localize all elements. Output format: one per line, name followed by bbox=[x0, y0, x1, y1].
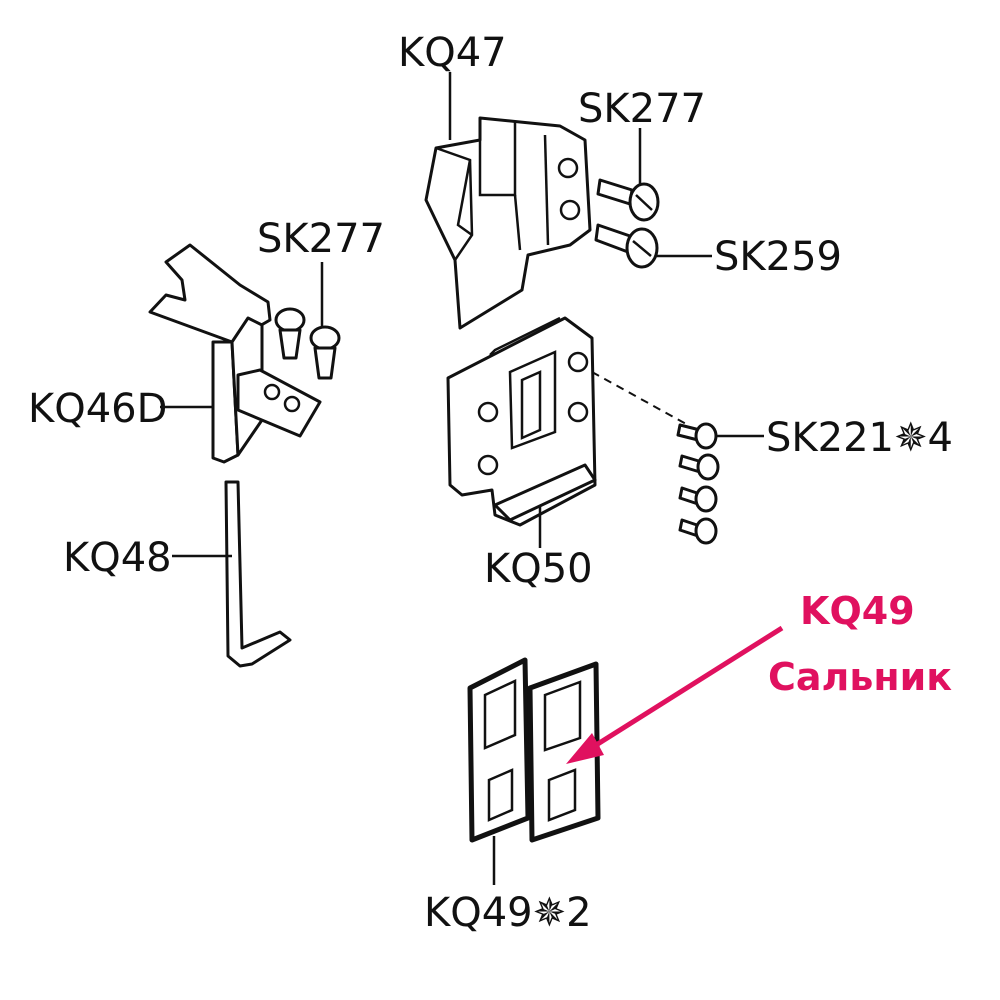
kq47-part bbox=[424, 116, 592, 330]
sk277-screw-top bbox=[596, 178, 660, 222]
sk277-screw-left-b bbox=[309, 325, 341, 380]
kq49-seal-right bbox=[527, 661, 601, 843]
callout-arrow-line bbox=[583, 625, 784, 755]
label-sk259: SK259 bbox=[714, 234, 842, 280]
sk221-dashed-guide bbox=[591, 371, 689, 426]
sk221-screw-1 bbox=[676, 422, 718, 450]
kq50-part bbox=[446, 316, 597, 527]
label-sk221: SK221✵4 bbox=[766, 415, 953, 461]
label-kq50: KQ50 bbox=[484, 546, 593, 592]
label-kq46d: KQ46D bbox=[28, 386, 167, 432]
label-kq49-2: KQ49✵2 bbox=[424, 890, 592, 936]
kq46d-part bbox=[148, 243, 322, 464]
label-kq47: KQ47 bbox=[398, 30, 507, 76]
callout-name: Сальник bbox=[768, 655, 952, 699]
label-sk277-top: SK277 bbox=[578, 86, 706, 132]
label-kq48: KQ48 bbox=[63, 535, 172, 581]
sk277-screw-left-a bbox=[274, 307, 306, 360]
label-sk277-left: SK277 bbox=[257, 216, 385, 262]
sk221-screw-3 bbox=[678, 485, 718, 513]
sk259-screw bbox=[594, 223, 659, 269]
kq48-hex-key bbox=[224, 480, 292, 668]
kq49-seal-left bbox=[467, 657, 531, 843]
callout-arrow-head bbox=[566, 733, 604, 764]
sk221-screw-4 bbox=[678, 517, 718, 545]
sk221-screw-2 bbox=[678, 453, 720, 481]
callout-code: KQ49 bbox=[800, 589, 915, 633]
